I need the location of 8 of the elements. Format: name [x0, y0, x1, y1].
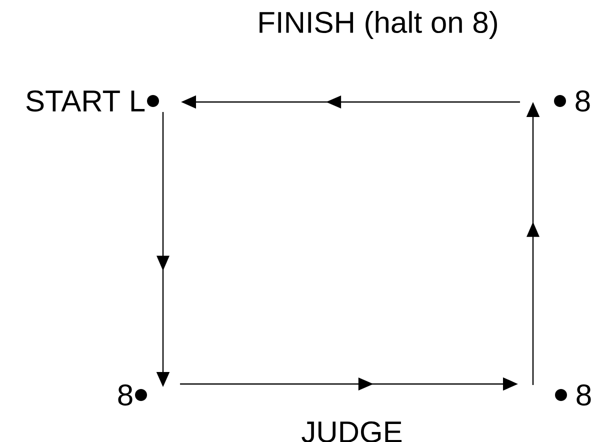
dot — [118, 384, 147, 406]
dot — [555, 384, 591, 406]
dot — [554, 90, 590, 112]
caption: FINISH (halt on 8) — [260, 11, 497, 39]
node-label: 8 — [118, 384, 132, 406]
node-label: START L — [26, 90, 145, 112]
node-label: 8 — [576, 90, 590, 112]
node-label: 8 — [576, 384, 591, 406]
